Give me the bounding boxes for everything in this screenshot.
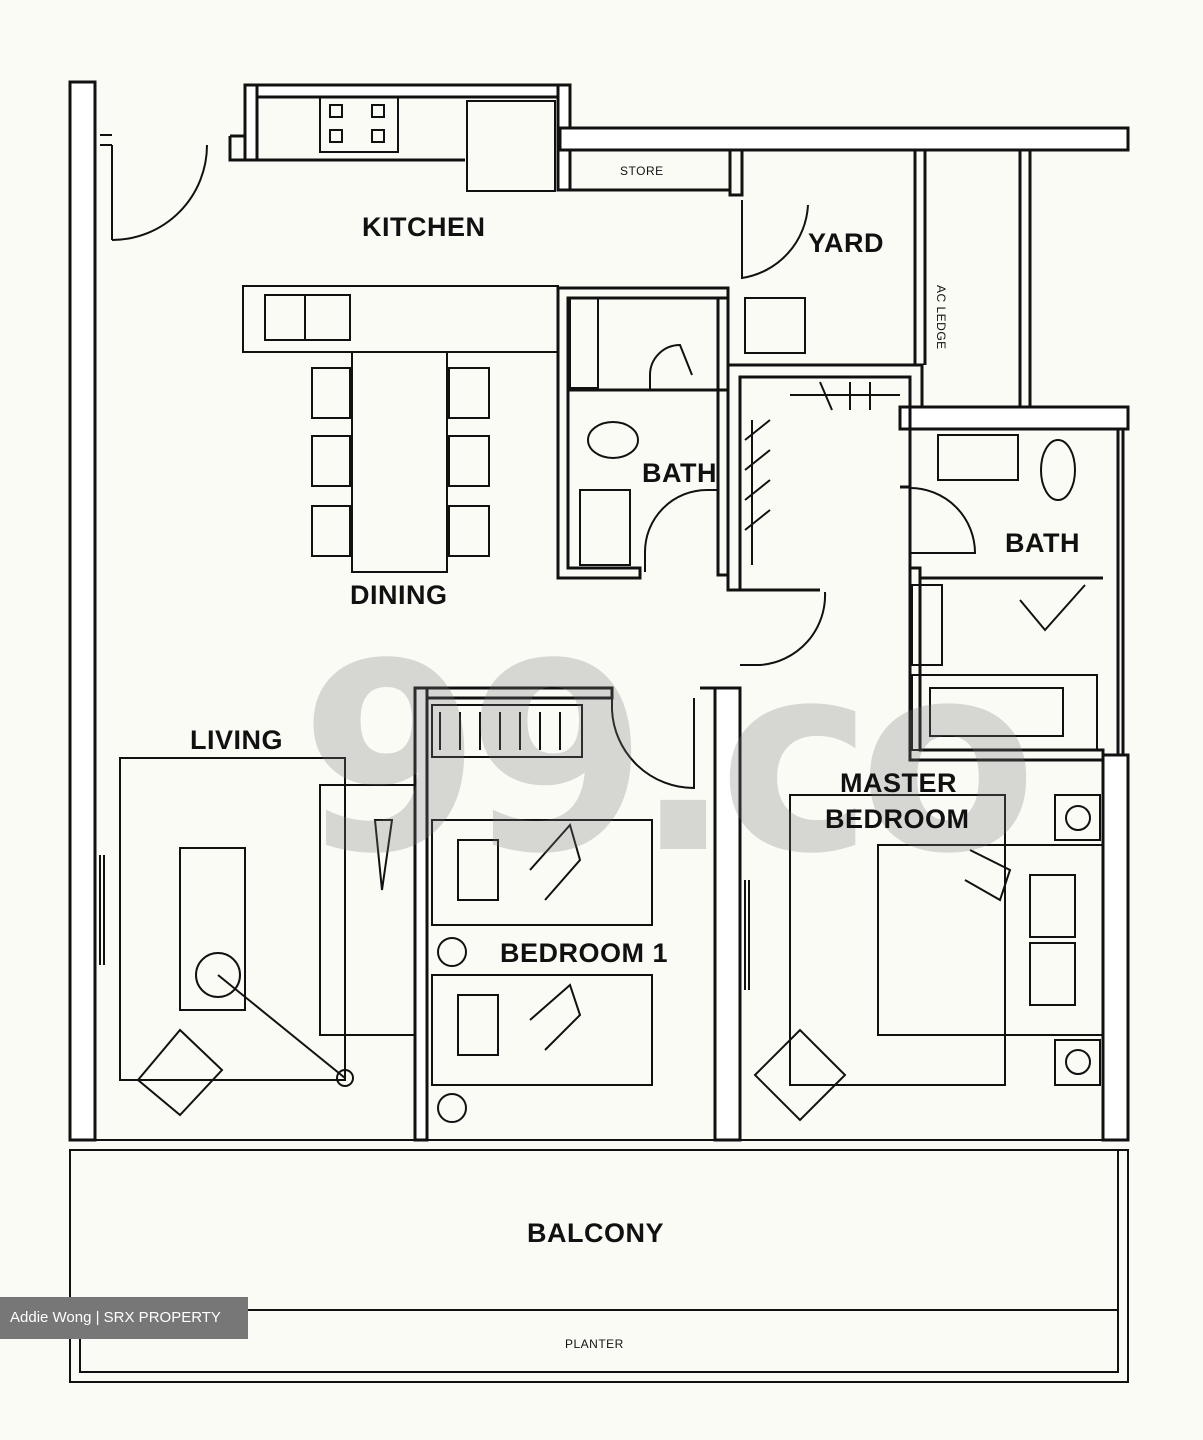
room-label-master-line2: BEDROOM xyxy=(825,804,970,834)
room-label-living: LIVING xyxy=(190,725,284,755)
master-bed xyxy=(753,794,1104,1122)
agent-credit-badge: Addie Wong | SRX PROPERTY xyxy=(0,1297,248,1339)
common-bath-fixtures xyxy=(569,297,639,566)
room-label-bath-master: BATH xyxy=(1005,528,1080,558)
master-bath-fixtures xyxy=(911,434,1098,751)
room-label-yard: YARD xyxy=(808,228,885,258)
living-furniture xyxy=(119,757,416,1117)
room-label-balcony: BALCONY xyxy=(527,1218,664,1248)
room-label-kitchen: KITCHEN xyxy=(362,212,486,242)
washing-machine xyxy=(744,297,806,354)
watermark: 99.co xyxy=(300,609,1037,911)
room-label-dining: DINING xyxy=(350,580,448,610)
room-label-store: STORE xyxy=(620,164,664,178)
room-label-master-line1: MASTER xyxy=(840,768,957,798)
sliding-door-marks xyxy=(99,855,750,990)
room-label-bedroom-1: BEDROOM 1 xyxy=(500,938,669,968)
room-label-ac-ledge: AC LEDGE xyxy=(934,285,948,350)
room-label-bath-common: BATH xyxy=(642,458,717,488)
room-label-planter: PLANTER xyxy=(565,1337,624,1351)
exterior-walls xyxy=(68,80,1130,1142)
interior-walls xyxy=(228,134,1125,762)
bedroom1-furniture xyxy=(431,704,653,1123)
dining-table xyxy=(311,351,490,573)
wardrobe-hangers xyxy=(744,381,900,565)
doors xyxy=(100,134,1086,790)
balcony-outline xyxy=(69,1139,1129,1383)
stove-burners-icon xyxy=(329,104,385,143)
